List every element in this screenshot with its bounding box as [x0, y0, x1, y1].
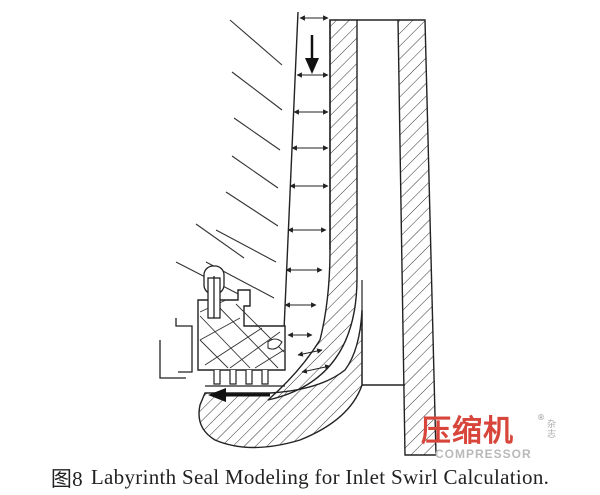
- figure-caption-text: Labyrinth Seal Modeling for Inlet Swirl …: [90, 465, 550, 489]
- leakage-flow-arrow: [208, 388, 270, 402]
- watermark-small-text: 杂志: [547, 420, 557, 440]
- impeller-blade: [397, 19, 437, 456]
- labyrinth-teeth: [205, 370, 285, 387]
- figure-caption: 图8 Labyrinth Seal Modeling for Inlet Swi…: [0, 460, 600, 495]
- figure-number: 图8: [50, 466, 83, 491]
- seal-housing: [198, 309, 363, 449]
- inlet-flow-arrow: [305, 35, 319, 74]
- labyrinth-seal-diagram: [159, 11, 437, 456]
- flow-channel: [283, 11, 405, 386]
- velocity-profile-arrows: [284, 15, 331, 374]
- registered-mark: ®: [537, 413, 545, 422]
- impeller-shroud: [267, 19, 358, 401]
- bolt: [203, 265, 225, 319]
- watermark-chinese-text: 压缩机: [421, 414, 514, 449]
- watermark-english-text: COMPRESSOR: [435, 447, 532, 461]
- compressor-journal-watermark: ® 压缩机 杂志 COMPRESSOR: [421, 413, 576, 464]
- casing-hatch-lines: [175, 19, 283, 301]
- seal-bracket: [159, 318, 193, 379]
